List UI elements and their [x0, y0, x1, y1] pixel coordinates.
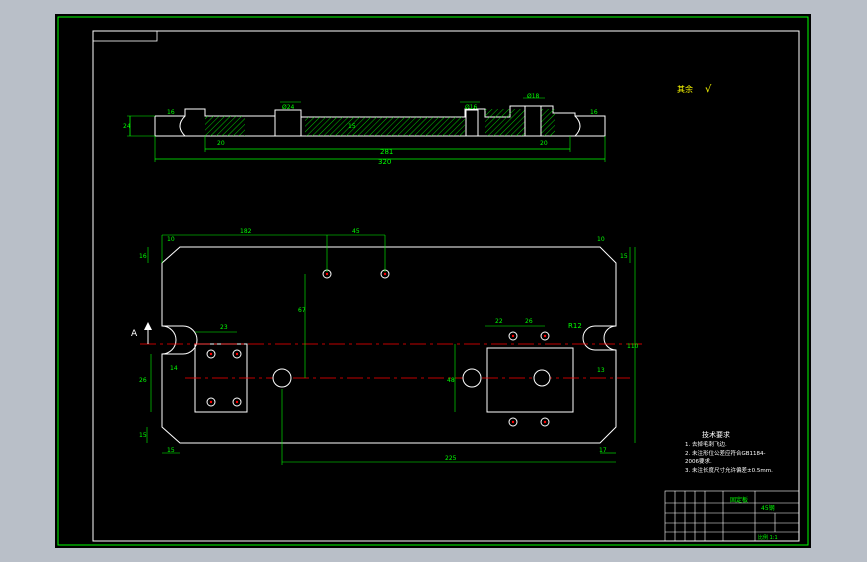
- dim-overall-length: 320: [378, 158, 391, 166]
- title-block: [664, 490, 800, 542]
- dim-left-step: 16: [167, 109, 175, 116]
- dim-right-offset: 13: [597, 367, 605, 374]
- dim-left-block-height: 26: [139, 377, 147, 384]
- title-part-name: 固定板: [730, 496, 748, 504]
- note-2: 2. 未注形位公差应符合GB1184-: [685, 449, 766, 457]
- dim-center-offset: 48: [447, 377, 455, 384]
- side-hatch-right: [485, 109, 555, 136]
- dim-left-height: 16: [139, 253, 147, 260]
- inner-frame: [92, 30, 800, 542]
- dim-overall-height: 110: [627, 343, 639, 350]
- outer-frame: [57, 16, 809, 546]
- dim-hole-pitch-a: 22: [495, 318, 503, 325]
- roughness-note: 其余: [677, 84, 693, 94]
- section-label: A: [131, 329, 138, 339]
- dim-block-width-left: 23: [220, 324, 228, 331]
- dim-left-height: 24: [123, 123, 131, 130]
- code-box: [92, 30, 158, 42]
- dim-bottom-span: 225: [445, 455, 457, 462]
- plate-outline: [161, 246, 617, 444]
- dim-slot-depth: 14: [170, 365, 178, 372]
- note-3: 2006要求.: [685, 457, 712, 465]
- technical-notes: 技术要求 1. 去掉毛刺飞边. 2. 未注形位公差应符合GB1184- 2006…: [685, 430, 773, 474]
- dim-center-drop: 67: [298, 307, 306, 314]
- notes-title: 技术要求: [702, 430, 730, 439]
- dim-left-low: 15: [139, 432, 147, 439]
- plan-view: 182 45 10 10 16 15 67 23 14 26 15 15 17 …: [131, 228, 645, 465]
- right-block: [486, 347, 574, 413]
- dim-hole-right: Ø18: [527, 93, 540, 100]
- dim-right-offset: 20: [540, 140, 548, 147]
- dim-corner-top-left: 10: [167, 236, 175, 243]
- dim-slot-radius: R12: [568, 322, 582, 330]
- cad-drawing: 320 281 Ø24 Ø16 Ø18 24 16 20 20 16 15 其余…: [57, 16, 809, 546]
- title-scale-note: 比例 1:1: [758, 534, 778, 541]
- note-1: 1. 去掉毛刺飞边.: [685, 440, 727, 448]
- dim-right-step: 16: [590, 109, 598, 116]
- dim-right-bottom: 17: [599, 447, 607, 454]
- roughness-symbol: √: [705, 84, 712, 95]
- dim-bottom-corner: 15: [167, 447, 175, 454]
- note-4: 3. 未注长度尺寸允许偏差±0.5mm.: [685, 466, 773, 474]
- dim-hole-span: 281: [380, 148, 393, 156]
- title-material: 45钢: [761, 504, 775, 512]
- side-hatch-mid: [305, 117, 465, 136]
- dim-top-span: 45: [352, 228, 360, 235]
- dim-right-height: 15: [620, 253, 628, 260]
- dim-mid-label: 15: [348, 123, 356, 130]
- dim-hole-left: Ø24: [282, 104, 295, 111]
- dim-left-offset: 20: [217, 140, 225, 147]
- side-view: 320 281 Ø24 Ø16 Ø18 24 16 20 20 16 15: [123, 93, 606, 166]
- dim-hole-mid: Ø16: [465, 104, 478, 111]
- dim-hole-pitch-b: 26: [525, 318, 533, 325]
- dim-top-left-length: 182: [240, 228, 252, 235]
- side-hatch-left: [205, 116, 245, 136]
- drawing-viewport[interactable]: 320 281 Ø24 Ø16 Ø18 24 16 20 20 16 15 其余…: [55, 14, 811, 548]
- dim-corner-top-right: 10: [597, 236, 605, 243]
